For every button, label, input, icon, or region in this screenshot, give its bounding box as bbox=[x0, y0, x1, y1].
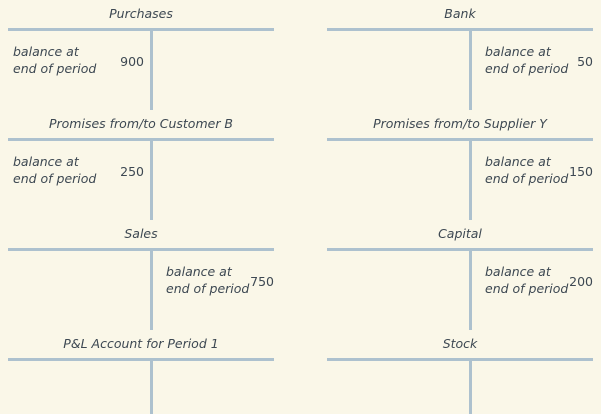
t-account-purchases: Purchases balance at end of period 900 bbox=[8, 0, 274, 110]
t-account-promises-customer-b: Promises from/to Customer B balance at en… bbox=[8, 110, 274, 220]
account-center-divider bbox=[469, 251, 472, 330]
entry-amount: 150 bbox=[569, 164, 593, 179]
account-top-rule bbox=[327, 28, 593, 31]
account-debit-side bbox=[327, 251, 469, 330]
entry-label: balance at end of period bbox=[485, 154, 569, 186]
account-credit-side bbox=[472, 361, 593, 414]
account-credit-side: balance at end of period 50 bbox=[472, 31, 593, 110]
account-title: Purchases bbox=[109, 6, 173, 21]
account-top-rule bbox=[8, 248, 274, 251]
entry-amount: 750 bbox=[250, 274, 274, 289]
account-body: balance at end of period 900 bbox=[8, 31, 274, 110]
account-debit-side bbox=[8, 361, 150, 414]
account-debit-side bbox=[8, 251, 150, 330]
account-title: Sales bbox=[124, 226, 158, 241]
account-entry: balance at end of period 900 bbox=[8, 31, 150, 77]
account-center-divider bbox=[469, 31, 472, 110]
account-credit-side bbox=[153, 361, 274, 414]
account-top-rule bbox=[327, 138, 593, 141]
account-body: balance at end of period 50 bbox=[327, 31, 593, 110]
account-debit-side: balance at end of period 250 bbox=[8, 141, 150, 220]
account-title: P&L Account for Period 1 bbox=[63, 336, 219, 351]
entry-label: balance at end of period bbox=[485, 264, 569, 296]
account-title: Promises from/to Customer B bbox=[48, 116, 234, 131]
account-top-rule bbox=[327, 248, 593, 251]
t-account-stock: Stock bbox=[327, 330, 593, 414]
account-title: Bank bbox=[444, 6, 476, 21]
entry-label: balance at end of period bbox=[13, 154, 97, 186]
entry-label: balance at end of period bbox=[485, 44, 569, 76]
account-top-rule bbox=[327, 358, 593, 361]
account-top-rule bbox=[8, 358, 274, 361]
account-body bbox=[8, 361, 274, 414]
account-body bbox=[327, 361, 593, 414]
account-title: Stock bbox=[442, 336, 478, 351]
account-debit-side: balance at end of period 900 bbox=[8, 31, 150, 110]
account-center-divider bbox=[469, 361, 472, 414]
entry-amount: 200 bbox=[569, 274, 593, 289]
account-credit-side bbox=[153, 31, 274, 110]
entry-amount: 50 bbox=[577, 54, 593, 69]
account-center-divider bbox=[150, 31, 153, 110]
t-account-bank: Bank balance at end of period 50 bbox=[327, 0, 593, 110]
account-body: balance at end of period 250 bbox=[8, 141, 274, 220]
account-center-divider bbox=[150, 141, 153, 220]
t-account-promises-supplier-y: Promises from/to Supplier Y balance at en… bbox=[327, 110, 593, 220]
account-top-rule bbox=[8, 138, 274, 141]
entry-label: balance at end of period bbox=[166, 264, 250, 296]
account-debit-side bbox=[327, 361, 469, 414]
account-entry: balance at end of period 50 bbox=[472, 31, 593, 77]
entry-amount: 250 bbox=[120, 164, 144, 179]
account-debit-side bbox=[327, 141, 469, 220]
account-title: Promises from/to Supplier Y bbox=[373, 116, 547, 131]
account-center-divider bbox=[150, 361, 153, 414]
t-account-pl-account-period-1: P&L Account for Period 1 bbox=[8, 330, 274, 414]
account-credit-side bbox=[153, 141, 274, 220]
account-center-divider bbox=[150, 251, 153, 330]
account-entry: balance at end of period 250 bbox=[8, 141, 150, 187]
account-debit-side bbox=[327, 31, 469, 110]
account-top-rule bbox=[8, 28, 274, 31]
account-title: Capital bbox=[438, 226, 482, 241]
entry-amount: 900 bbox=[120, 54, 144, 69]
entry-label: balance at end of period bbox=[13, 44, 97, 76]
account-center-divider bbox=[469, 141, 472, 220]
